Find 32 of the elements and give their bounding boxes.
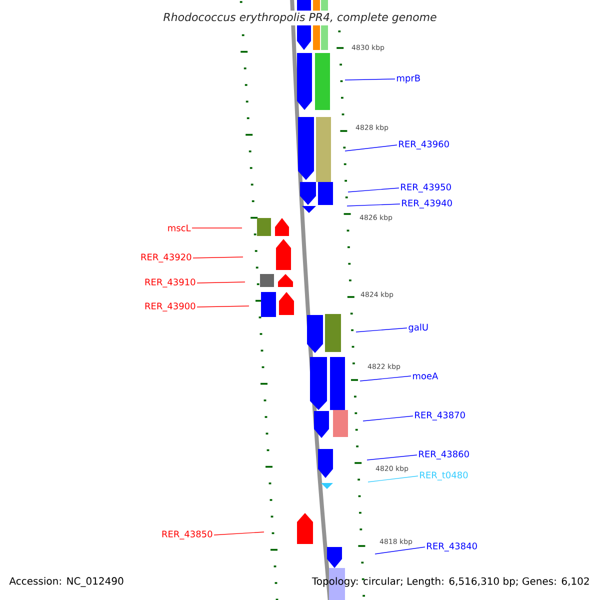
leader-line — [214, 532, 264, 536]
gene-label: RER_43910 — [145, 278, 196, 288]
gene-label: galU — [408, 324, 428, 332]
leader-line — [344, 78, 396, 80]
leader-line — [348, 188, 400, 192]
leader-line — [360, 376, 412, 382]
leader-line — [366, 454, 418, 460]
genome-info-text: Topology: circular; Length: 6,516,310 bp; Genes: 6,102 — [312, 577, 589, 587]
leader-line — [362, 416, 414, 422]
gene-label: RER_43960 — [399, 140, 449, 150]
leader-line — [344, 144, 398, 152]
leader-line — [346, 204, 400, 206]
leader-line — [374, 546, 426, 554]
gene-label: RER_t0480 — [420, 472, 468, 480]
gene-label: moeA — [413, 372, 438, 380]
gene-label: RER_43950 — [401, 184, 451, 192]
gene-label: mscL — [168, 224, 191, 232]
gene-label: RER_43940 — [402, 200, 452, 208]
gene-label: RER_43920 — [141, 254, 192, 262]
gene-label: RER_43860 — [419, 450, 469, 460]
leader-line — [356, 328, 408, 332]
title: Rhodococcus erythropolis PR4, complete genome — [161, 10, 439, 26]
leader-line — [196, 282, 246, 284]
leader-line — [368, 476, 418, 482]
gene-label: RER_43870 — [415, 412, 465, 420]
gene-label: RER_43850 — [162, 530, 212, 540]
gene-label: RER_43840 — [427, 542, 477, 552]
leader-line — [196, 306, 250, 308]
leader-line — [192, 256, 244, 258]
accession-text: Accession: NC_012490 — [9, 577, 124, 587]
gene-label: RER_43900 — [145, 302, 196, 312]
gene-label: mprB — [397, 74, 420, 84]
